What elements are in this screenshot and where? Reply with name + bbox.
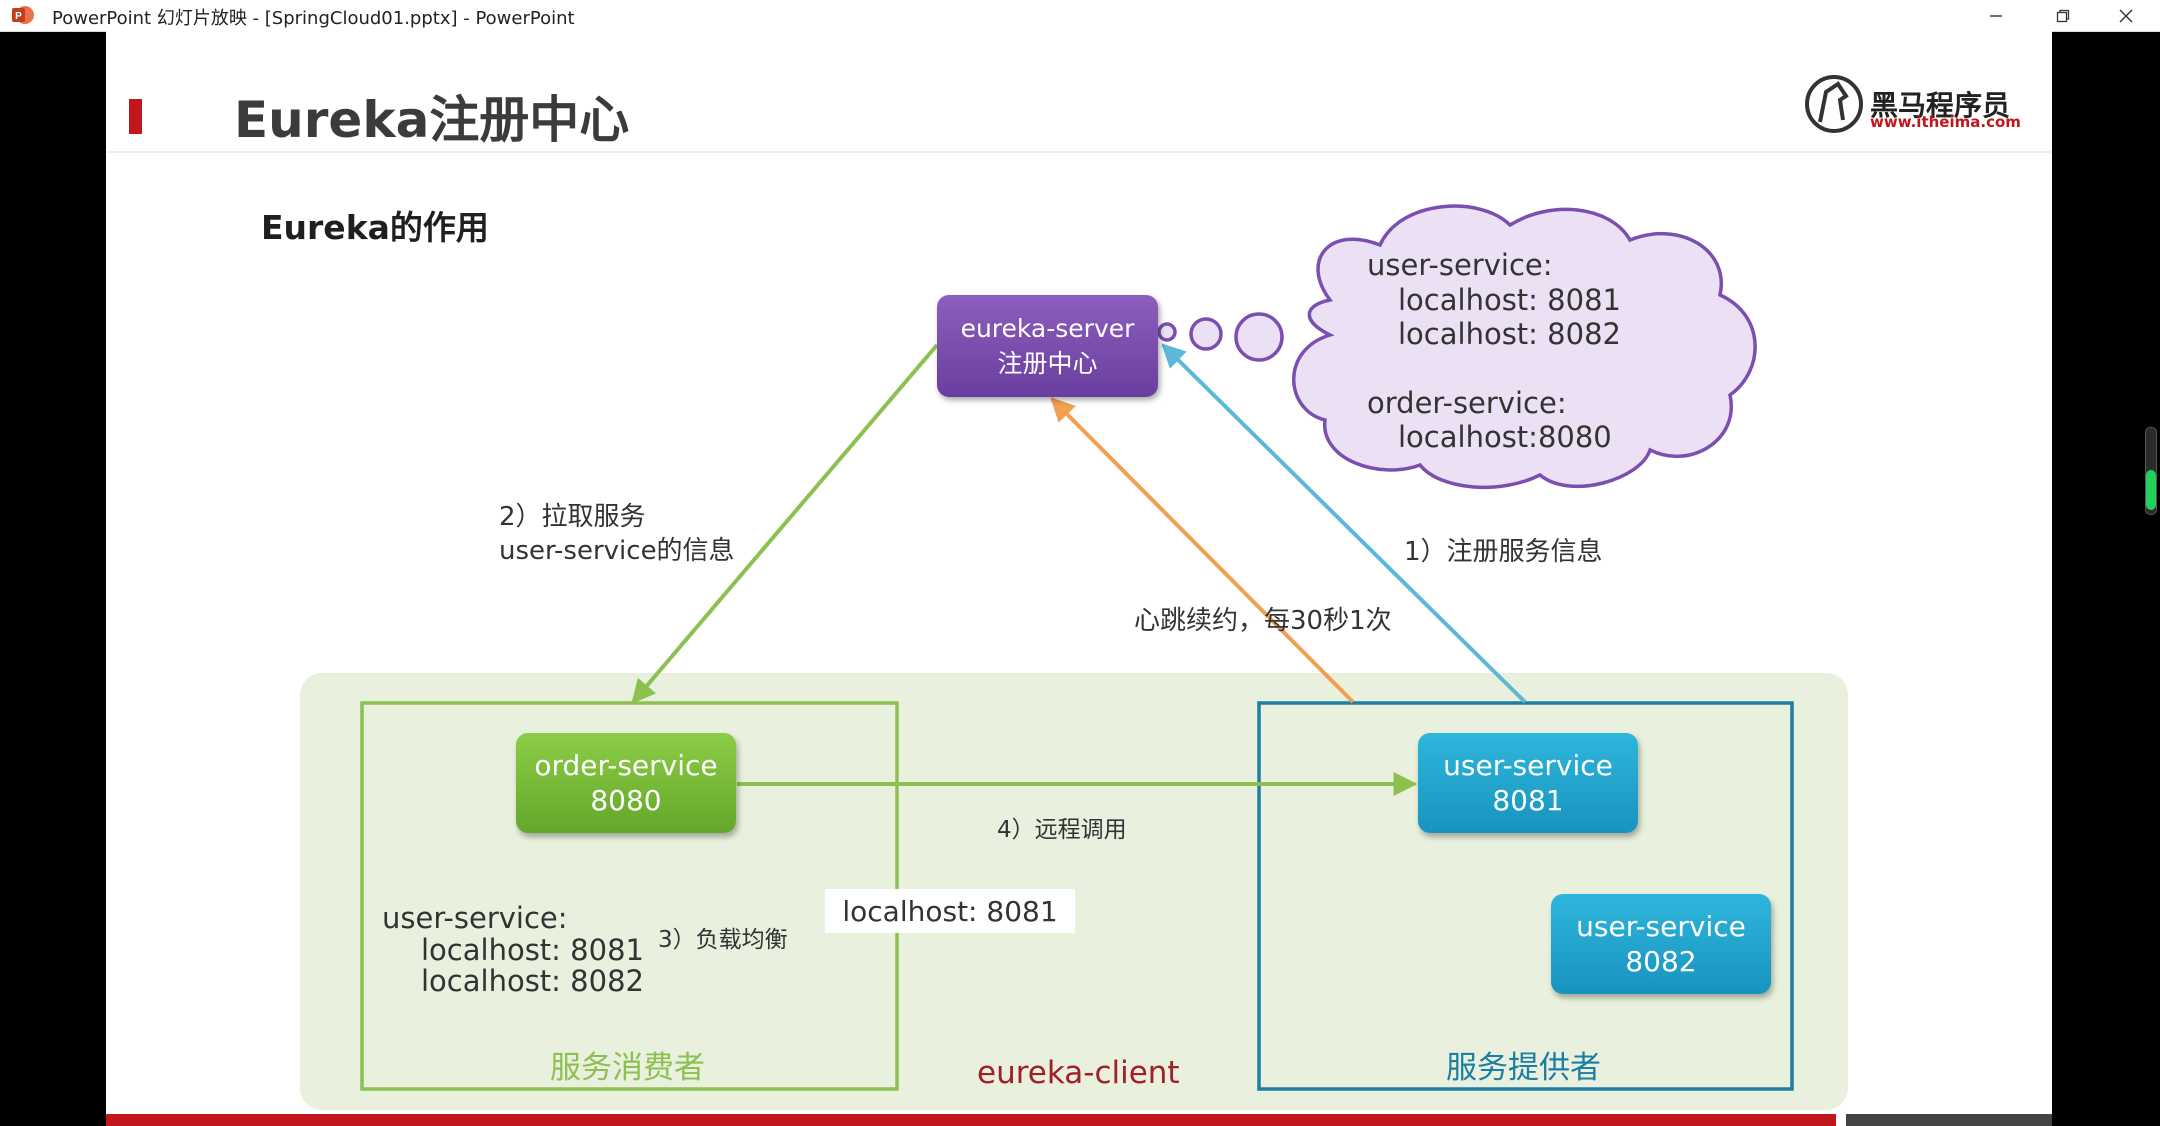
powerpoint-icon: P [12, 6, 34, 24]
title-accent-bar [129, 99, 142, 134]
load-balance-label: 3）负载均衡 [658, 927, 788, 953]
eureka-client-label: eureka-client [977, 1055, 1180, 1091]
order-service-name: order-service [534, 749, 718, 782]
thought-bubble-medium [1189, 317, 1223, 351]
user-service-name: user-service [1443, 749, 1613, 782]
consumer-list-line: localhost: 8081 [421, 933, 644, 967]
user-service-port: 8082 [1625, 945, 1697, 978]
window-titlebar: P PowerPoint 幻灯片放映 - [SpringCloud01.pptx… [0, 0, 2160, 32]
restore-button[interactable] [2039, 0, 2087, 31]
minimize-button[interactable] [1972, 0, 2020, 31]
slide-footer-dark [1846, 1114, 2052, 1126]
thought-bubble-small [1157, 322, 1177, 342]
eureka-server-name: eureka-server [960, 314, 1135, 343]
order-service-port: 8080 [590, 784, 662, 817]
user-service-8081-node: user-service 8081 [1418, 733, 1638, 833]
logo-name: 黑马程序员 [1870, 89, 2011, 122]
user-service-8082-node: user-service 8082 [1551, 894, 1771, 994]
thought-bubble-large [1234, 312, 1284, 362]
consumer-list-line: user-service: [382, 901, 568, 935]
consumer-group-label: 服务消费者 [550, 1050, 705, 1086]
itheima-logo-icon [1805, 75, 1863, 133]
close-icon [2119, 9, 2133, 22]
cloud-line: localhost: 8082 [1398, 317, 1621, 351]
pull-arrow [631, 343, 939, 704]
cloud-line: localhost: 8081 [1398, 283, 1621, 317]
close-button[interactable] [2102, 0, 2150, 31]
cloud-line: localhost:8080 [1398, 420, 1612, 454]
eureka-server-caption: 注册中心 [997, 349, 1098, 378]
selected-host-box: localhost: 8081 [825, 889, 1075, 933]
user-service-name: user-service [1576, 910, 1746, 943]
register-label: 1）注册服务信息 [1404, 537, 1603, 567]
heartbeat-label: 心跳续约，每30秒1次 [1134, 606, 1392, 636]
restore-icon [2056, 9, 2070, 22]
remote-call-label: 4）远程调用 [997, 817, 1127, 843]
thought-cloud [1292, 204, 1757, 490]
logo-url: www.itheima.com [1870, 113, 2021, 131]
register-arrow [1161, 343, 1527, 704]
provider-group-label: 服务提供者 [1446, 1050, 1601, 1086]
pull-label-detail: user-service的信息 [499, 536, 735, 566]
slide-title: Eureka注册中心 [234, 91, 630, 149]
heartbeat-arrow [1050, 397, 1355, 704]
window-title: PowerPoint 幻灯片放映 - [SpringCloud01.pptx] … [52, 8, 575, 29]
slide-footer-bar [106, 1114, 1836, 1126]
eureka-server-node: eureka-server 注册中心 [937, 295, 1158, 397]
cloud-line: order-service: [1367, 386, 1567, 420]
slideshow-scroll-thumb[interactable] [2146, 470, 2156, 510]
order-service-node: order-service 8080 [516, 733, 736, 833]
cloud-line: user-service: [1367, 248, 1553, 282]
provider-group-box [1257, 701, 1794, 1091]
consumer-list-line: localhost: 8082 [421, 964, 644, 998]
minimize-icon [1990, 14, 2002, 17]
svg-text:P: P [15, 11, 22, 22]
user-service-port: 8081 [1492, 784, 1564, 817]
pull-label: 2）拉取服务 [499, 502, 646, 532]
slide-subtitle: Eureka的作用 [261, 208, 489, 247]
